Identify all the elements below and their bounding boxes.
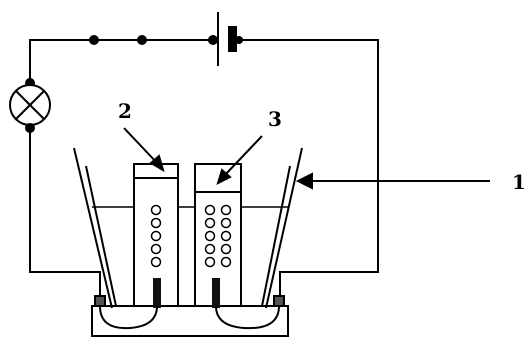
arrow-3-head — [216, 168, 232, 185]
vessel-right-wall — [265, 147, 303, 309]
bubble — [150, 256, 162, 268]
bubble — [220, 217, 232, 229]
arrow-2-head — [149, 154, 165, 173]
label-1: 1 — [512, 170, 526, 194]
bubble — [204, 256, 216, 268]
contact-dot-1 — [89, 35, 99, 45]
bubble — [220, 204, 232, 216]
bubble — [150, 217, 162, 229]
bubble — [150, 230, 162, 242]
lamp-icon — [9, 40, 51, 133]
bubble — [150, 204, 162, 216]
contact-dot-2 — [137, 35, 147, 45]
arrow-2-line — [123, 127, 159, 165]
bubble — [204, 243, 216, 255]
top-wire — [29, 39, 213, 152]
vessel-left-wall — [73, 147, 113, 309]
wire-right-electrode — [215, 305, 280, 330]
tube-left — [133, 163, 179, 308]
label-2: 2 — [118, 99, 132, 123]
tube-right — [194, 163, 242, 308]
vessel-inner-right-wall — [261, 165, 291, 307]
terminal-right — [273, 295, 285, 307]
bubble — [204, 204, 216, 216]
switch-contacts — [89, 35, 218, 45]
lamp-bottom-terminal — [25, 123, 35, 133]
label-arrows — [123, 127, 490, 190]
top-wire-right — [239, 39, 379, 300]
contact-dot-3 — [208, 35, 218, 45]
bubble — [220, 256, 232, 268]
electrode-left — [153, 278, 161, 308]
vessel-inner-left-wall — [85, 165, 117, 307]
tube-right-bubbles — [204, 204, 232, 268]
lamp-cross-b — [15, 90, 45, 120]
label-3: 3 — [268, 107, 282, 131]
battery-terminal-dot — [235, 36, 243, 44]
bubble — [204, 230, 216, 242]
electrode-wiring — [94, 295, 285, 330]
left-wire-bottom — [29, 128, 101, 300]
wire-left-electrode — [99, 305, 158, 330]
arrow-1-head — [295, 172, 313, 190]
vessel-base — [91, 305, 289, 337]
tube-right-gas-top — [194, 163, 242, 193]
bubble — [220, 243, 232, 255]
bubble — [220, 230, 232, 242]
electrode-right — [212, 278, 220, 308]
battery-short-plate — [228, 26, 237, 52]
battery-symbol — [217, 12, 243, 66]
bubble — [150, 243, 162, 255]
arrow-3-line — [223, 135, 263, 177]
terminal-left — [94, 295, 106, 307]
bubble — [204, 217, 216, 229]
tube-left-bubbles — [150, 204, 162, 268]
container-vessel — [73, 147, 303, 337]
